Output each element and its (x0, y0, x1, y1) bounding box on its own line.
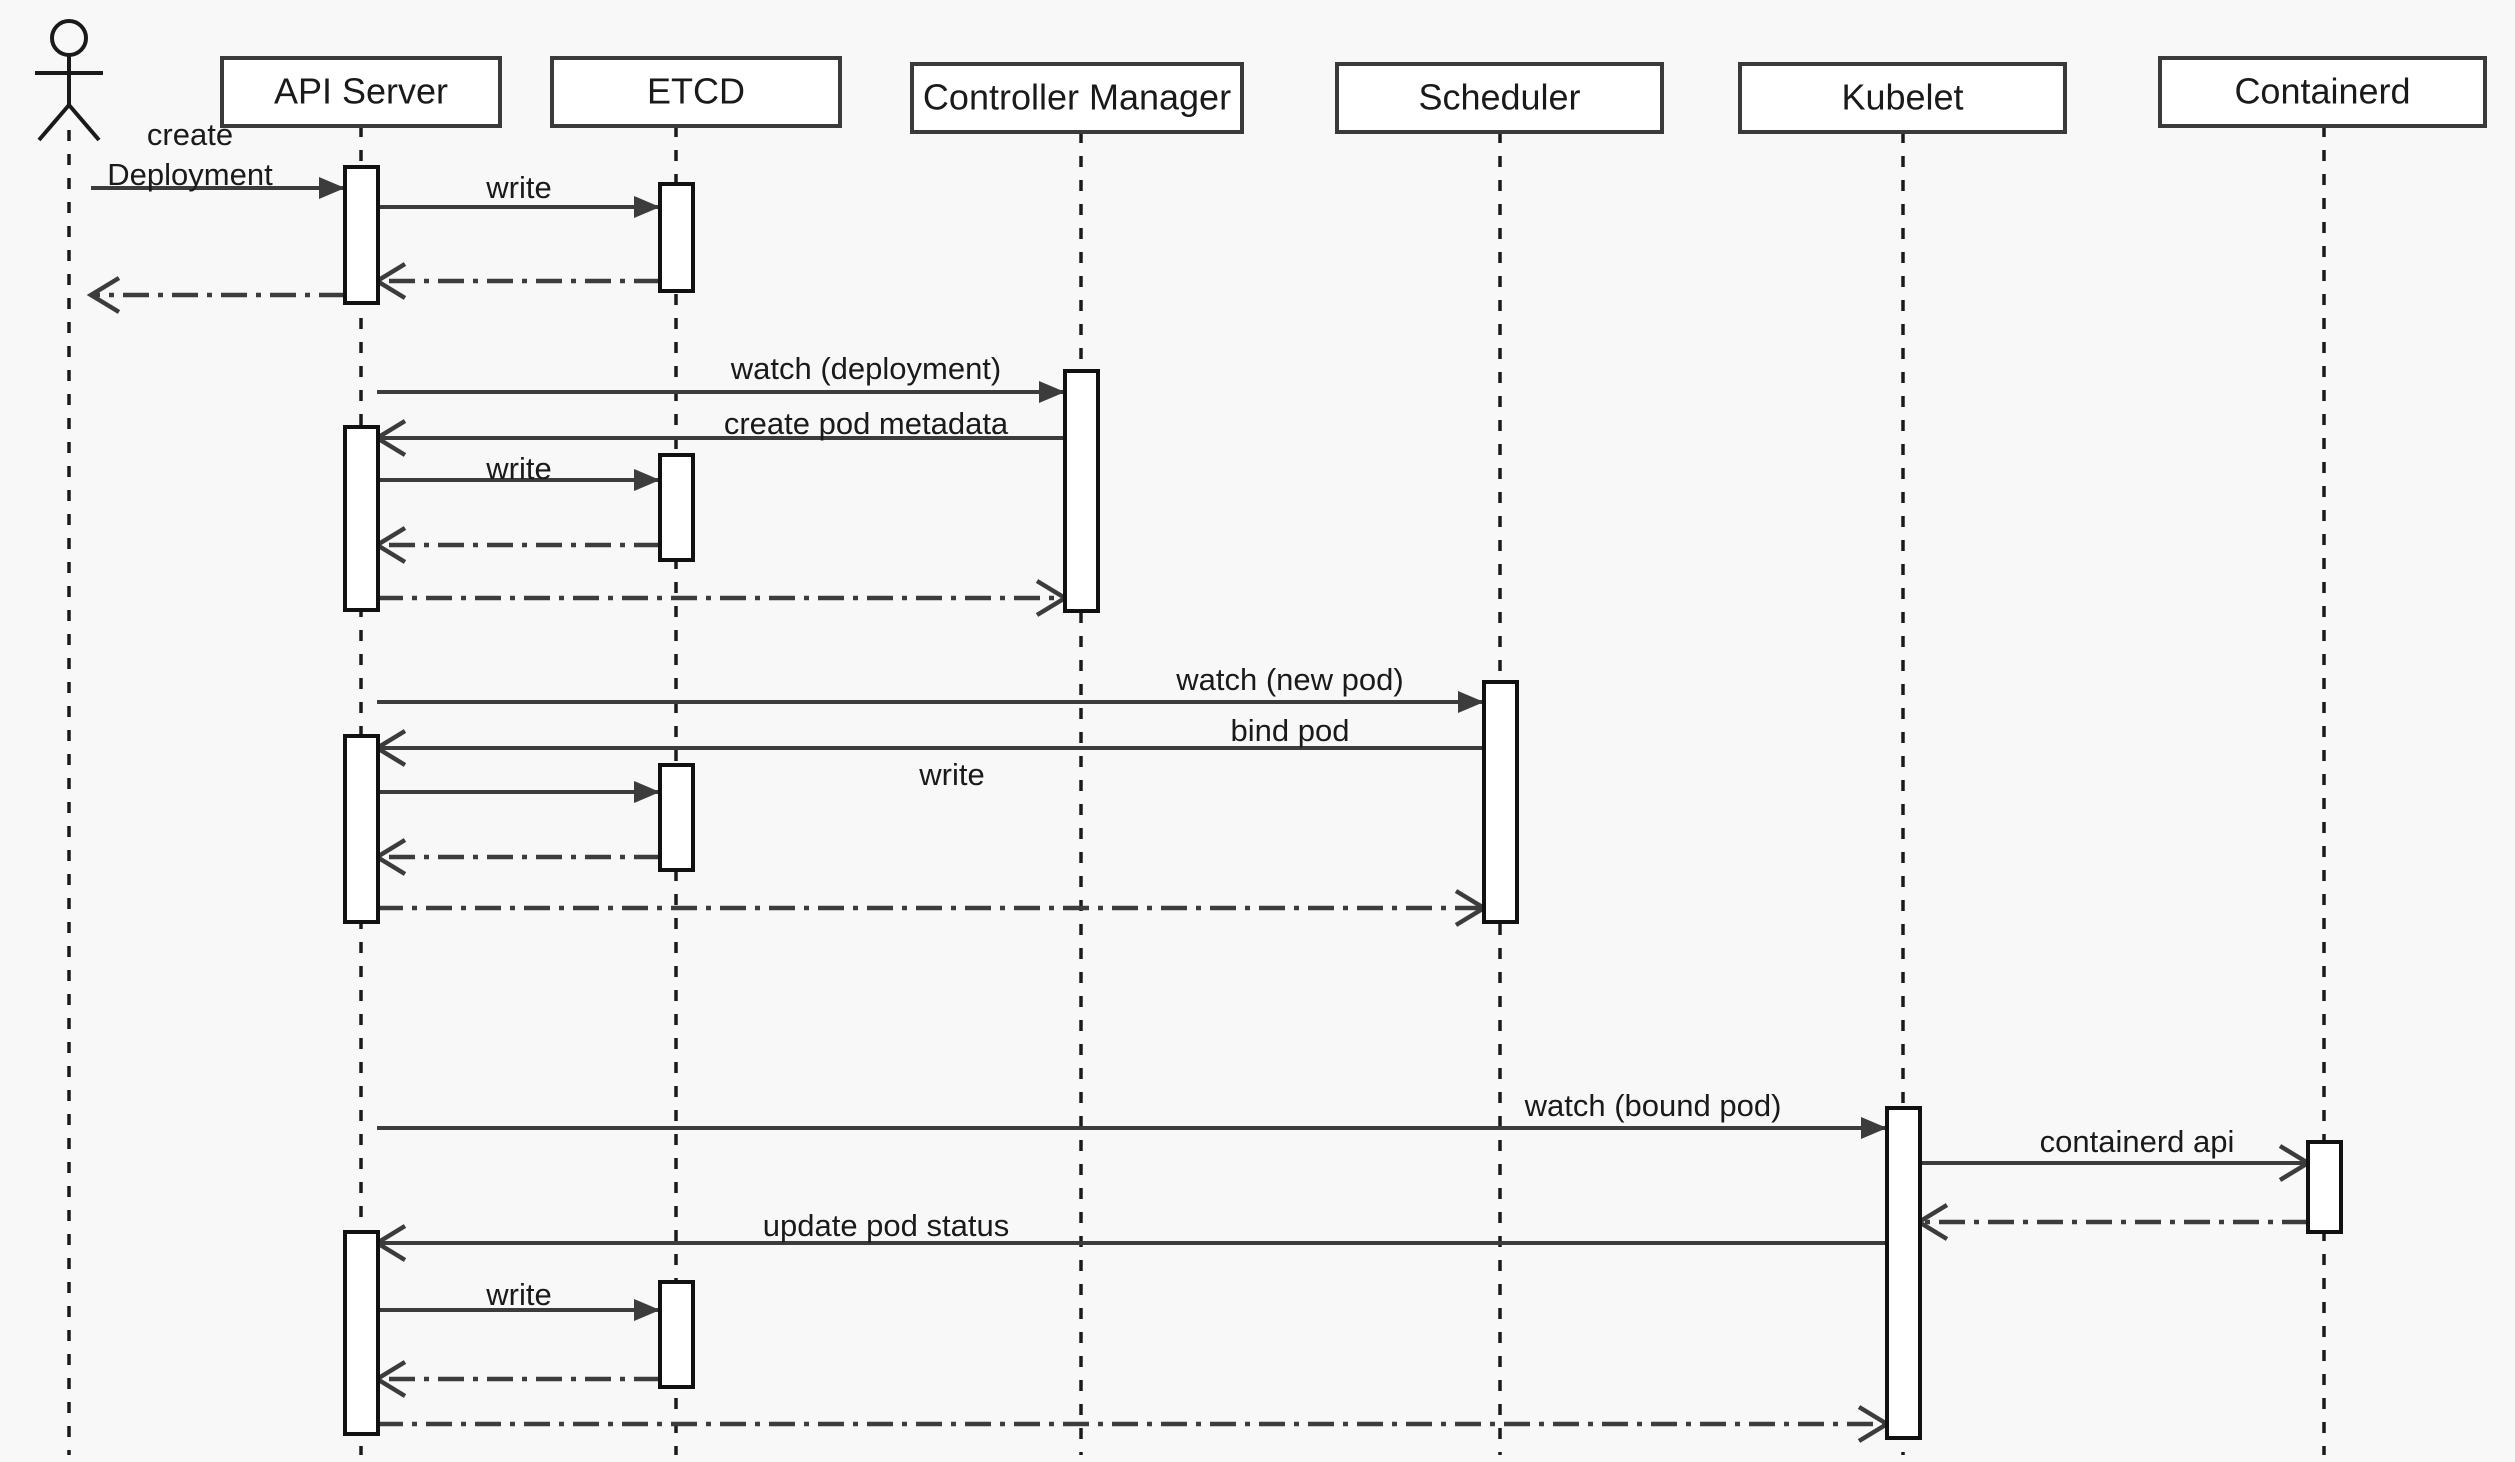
message-label-m2: write (485, 170, 551, 205)
activation-bar-api-server (343, 425, 380, 612)
solid-arrowhead-icon (634, 1299, 660, 1321)
participant-containerd[interactable]: Containerd (2158, 56, 2487, 1455)
activation-bar-controller-manager (1063, 369, 1100, 613)
solid-arrowhead-icon (1458, 691, 1484, 713)
solid-arrowhead-icon (319, 177, 345, 199)
solid-arrowhead-icon (634, 196, 660, 218)
message-label-m16: containerd api (2040, 1124, 2235, 1159)
participant-controller-manager[interactable]: Controller Manager (910, 62, 1244, 1455)
participant-label-api-server: API Server (274, 71, 448, 112)
participant-box-etcd[interactable] (550, 56, 842, 128)
message-label-m18: update pod status (763, 1208, 1009, 1243)
activation-bar-etcd (658, 182, 695, 293)
participant-label-containerd: Containerd (2234, 71, 2410, 112)
activation-bar-api-server (343, 734, 380, 924)
message-label-m1: create (147, 117, 233, 152)
participant-label-kubelet: Kubelet (1841, 77, 1963, 118)
lifelines-layer: API Server ETCD Controller Manager Schedule… (35, 19, 2487, 1455)
activation-bar-containerd (2306, 1140, 2343, 1234)
actor-stick-figure-icon (35, 19, 103, 1455)
message-label-m7: write (485, 451, 551, 486)
participant-scheduler[interactable]: Scheduler (1335, 62, 1664, 1455)
participant-box-containerd[interactable] (2158, 56, 2487, 128)
participant-label-controller-manager: Controller Manager (923, 77, 1231, 118)
activation-bar-api-server (343, 1230, 380, 1436)
participant-api-server[interactable]: API Server (220, 56, 502, 1455)
message-label-m5: watch (deployment) (730, 351, 1002, 386)
participant-box-api-server[interactable] (220, 56, 502, 128)
message-label-m15: watch (bound pod) (1524, 1088, 1782, 1123)
participant-label-etcd: ETCD (647, 71, 745, 112)
participant-label-scheduler: Scheduler (1418, 77, 1580, 118)
message-label-m10: watch (new pod) (1175, 662, 1403, 697)
solid-arrowhead-icon (1039, 381, 1065, 403)
message-label-m11: bind pod (1231, 713, 1350, 748)
participant-etcd[interactable]: ETCD (550, 56, 842, 1455)
activation-bar-etcd (658, 453, 695, 562)
activation-bar-kubelet (1885, 1106, 1922, 1440)
messages-layer (86, 177, 2313, 1443)
message-label-m19: write (485, 1277, 551, 1312)
activations-layer (343, 165, 2343, 1440)
solid-arrowhead-icon (634, 469, 660, 491)
message-label-m12: write (918, 757, 984, 792)
activation-bar-api-server (343, 165, 380, 305)
participant-box-kubelet[interactable] (1738, 62, 2067, 134)
activation-bar-etcd (658, 763, 695, 872)
participant-box-controller-manager[interactable] (910, 62, 1244, 134)
activation-bar-etcd (658, 1280, 695, 1389)
activation-bar-scheduler (1482, 680, 1519, 924)
open-arrowhead-icon (86, 276, 121, 314)
message-label-m1: Deployment (107, 157, 273, 192)
message-label-m6: create pod metadata (724, 406, 1009, 441)
solid-arrowhead-icon (1861, 1117, 1887, 1139)
participant-box-scheduler[interactable] (1335, 62, 1664, 134)
solid-arrowhead-icon (634, 781, 660, 803)
participant-kubelet[interactable]: Kubelet (1738, 62, 2067, 1455)
